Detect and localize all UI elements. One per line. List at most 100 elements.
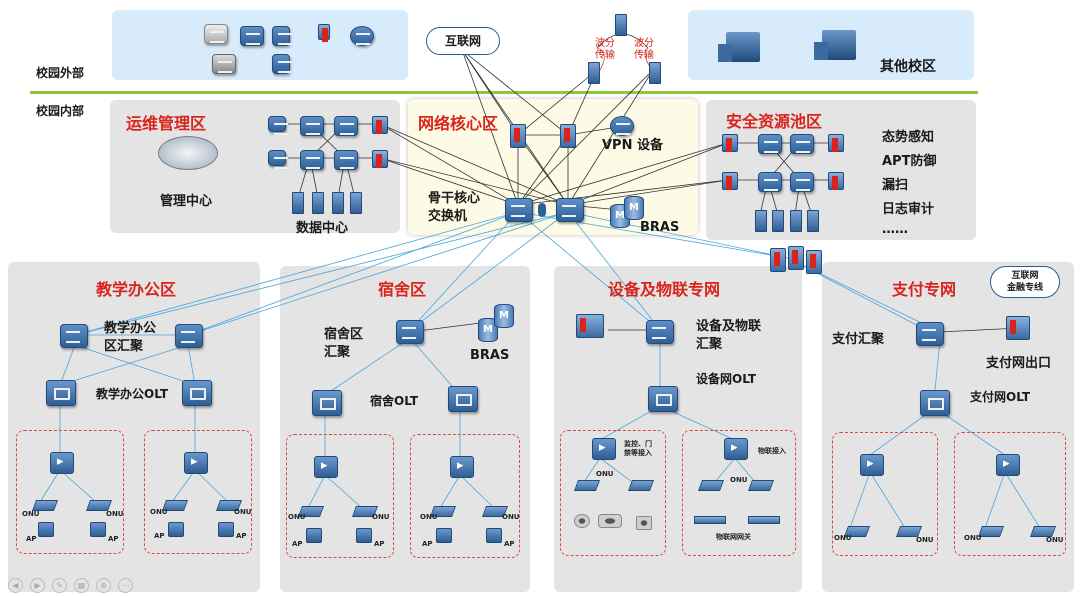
teaching-agg-switch-icon [60,324,88,348]
ap-label: AP [108,535,119,543]
teaching-access-group [16,430,124,554]
onu-icon [573,480,601,491]
vpn-device-label: VPN 设备 [602,138,663,153]
security-zone-title: 安全资源池区 [726,112,823,131]
security-switch-icon [790,172,814,192]
camera-icon [574,514,590,528]
onu-label: ONU [596,470,614,478]
play-icon[interactable]: ▶ [30,578,45,593]
pay-exit-label: 支付网出口 [986,356,1052,371]
teaching-zone-title: 教学办公区 [96,280,177,299]
payment-link-firewall-icon [770,248,786,272]
security-switch-icon [758,134,782,154]
ops-switch-icon [300,150,324,170]
security-item: APT防御 [882,154,937,169]
dorm-bras-icon: M [478,318,498,342]
wdm-label-2: 波分传输 [634,38,654,61]
splitter-icon [184,452,208,474]
vpn-device-icon [610,116,634,136]
splitter-icon [592,438,616,460]
dorm-zone-title: 宿舍区 [378,280,427,299]
ap-icon [90,522,106,537]
ops-switch-icon [300,116,324,136]
security-zone-panel [706,100,976,240]
pay-agg-label: 支付汇聚 [832,332,885,347]
splitter-icon [314,456,338,478]
ops-switch-icon [268,150,288,169]
core-zone-title: 网络核心区 [418,114,499,133]
security-firewall-icon [722,172,738,190]
data-center-server-icon [332,192,344,214]
ap-label: AP [26,535,37,543]
finance-line-cloud: 互联网 金融专线 [990,266,1060,298]
previous-icon[interactable]: ◀ [8,578,23,593]
iot-zone-title: 设备及物联专网 [608,280,721,299]
wdm-device-icon [588,62,600,84]
outside-laptop-icon [212,54,236,74]
monitor-access-label: 监控、门 禁等接入 [624,440,652,457]
payment-link-firewall-icon [788,246,804,270]
wdm-label-1: 波分传输 [595,38,615,61]
office-building-icon [718,32,760,62]
core-zone-panel [408,99,698,235]
data-center-server-icon [292,192,304,214]
ap-label: AP [236,532,247,540]
security-server-icon [790,210,802,232]
teaching-olt-label: 教学办公OLT [96,387,169,401]
teaching-olt-icon [182,380,212,406]
management-center-icon [158,136,218,170]
dorm-bras-icon: M [494,304,514,328]
iot-gateway-icon [748,516,780,524]
pay-zone-title: 支付专网 [892,280,957,299]
iot-access-group [682,430,796,556]
onu-label: ONU [730,476,748,484]
core-link-icon [538,203,546,217]
security-item: 漏扫 [882,178,909,193]
security-switch-icon [790,134,814,154]
splitter-icon [724,438,748,460]
teaching-zone-panel [8,262,260,592]
slides-icon[interactable]: ▦ [74,578,89,593]
onu-label: ONU [834,534,852,542]
outside-phone-icon [272,26,292,46]
onu-icon [747,480,775,491]
ap-icon [436,528,452,543]
onu-label: ONU [1046,536,1064,544]
pay-access-group [954,432,1066,556]
ap-label: AP [154,532,165,540]
ap-label: AP [374,540,385,548]
core-firewall-icon [510,124,526,148]
pay-zone-panel [822,262,1074,592]
security-item: 日志审计 [882,202,935,217]
splitter-icon [860,454,884,476]
onu-label: ONU [234,508,252,516]
dorm-olt-label: 宿舍OLT [370,394,419,408]
camera-icon [636,516,652,530]
iot-olt-icon [648,386,678,412]
ap-label: AP [422,540,433,548]
ops-switch-icon [334,150,358,170]
pay-access-group [832,432,938,556]
onu-label: ONU [420,513,438,521]
onu-label: ONU [150,508,168,516]
outside-inside-divider [30,91,978,94]
iot-agg-label: 设备及物联 汇聚 [696,319,762,352]
dorm-olt-icon [312,390,342,416]
more-icon[interactable]: ⋯ [118,578,133,593]
iot-gateway-icon [694,516,726,524]
security-server-icon [755,210,767,232]
iot-firewall-icon [576,314,604,338]
splitter-icon [50,452,74,474]
splitter-icon [996,454,1020,476]
teaching-agg-switch-icon [175,324,203,348]
zoom-icon[interactable]: ⊕ [96,578,111,593]
onu-icon [697,480,725,491]
ap-label: AP [504,540,515,548]
dorm-access-group [410,434,520,558]
ops-firewall-icon [372,150,388,168]
ops-zone-title: 运维管理区 [126,114,207,133]
security-firewall-icon [828,134,844,152]
ap-icon [486,528,502,543]
pen-icon[interactable]: ✎ [52,578,67,593]
